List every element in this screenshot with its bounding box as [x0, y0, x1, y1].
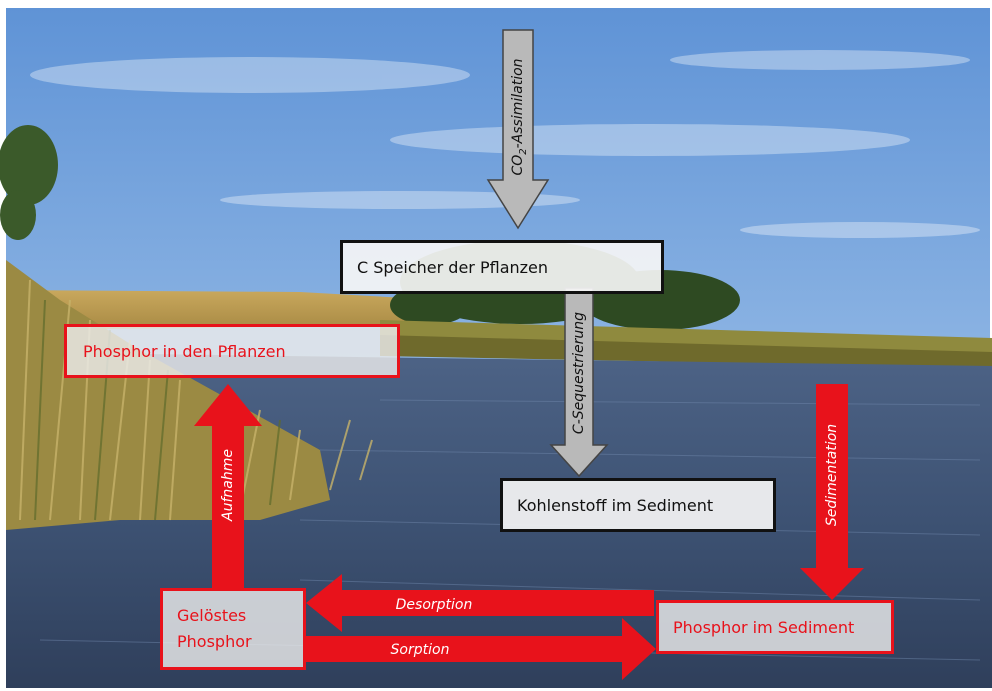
dissolved-phosphor-label-line1: Gelöstes — [177, 606, 247, 625]
co2-assimilation-arrow — [486, 29, 550, 230]
sedimentation-arrow — [800, 384, 864, 600]
sedimentation-label: Sedimentation — [824, 423, 840, 527]
uptake-label: Aufnahme — [220, 449, 236, 521]
phosphor-plants-box: Phosphor in den Pflanzen — [64, 324, 400, 378]
desorption-arrow — [306, 574, 654, 632]
carbon-sediment-label: Kohlenstoff im Sediment — [517, 495, 714, 515]
sorption-label: Sorption — [390, 642, 450, 658]
phosphor-sediment-box: Phosphor im Sediment — [656, 600, 894, 654]
carbon-sediment-box: Kohlenstoff im Sediment — [500, 478, 776, 532]
dissolved-phosphor-box: Gelöstes Phosphor — [160, 588, 306, 670]
c-storage-plants-label: C Speicher der Pflanzen — [357, 257, 549, 277]
c-sequestration-label: C-Sequestrierung — [571, 311, 587, 435]
c-storage-plants-box: C Speicher der Pflanzen — [340, 240, 664, 294]
uptake-arrow — [194, 384, 262, 588]
co2-assimilation-label: CO2-Assimilation — [510, 58, 529, 176]
phosphor-sediment-label: Phosphor im Sediment — [673, 617, 855, 637]
c-sequestration-arrow — [549, 287, 609, 478]
dissolved-phosphor-label-line2: Phosphor — [177, 632, 252, 651]
sorption-arrow — [306, 618, 656, 680]
desorption-label: Desorption — [395, 597, 473, 613]
phosphor-plants-label: Phosphor in den Pflanzen — [83, 341, 286, 361]
